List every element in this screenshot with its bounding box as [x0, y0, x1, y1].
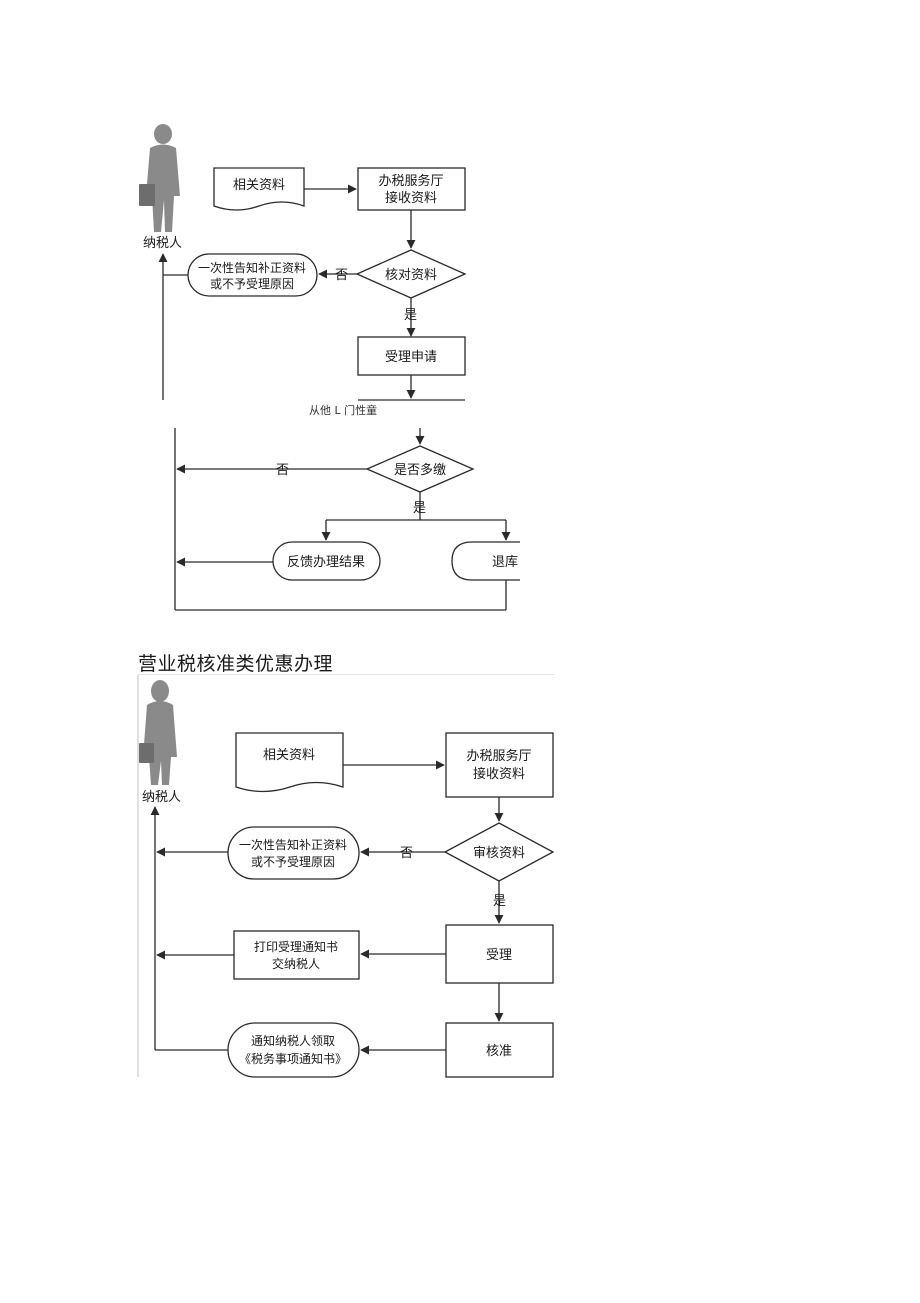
- hall-box-line1: 办税服务厅: [378, 173, 443, 189]
- panel-top-border: [138, 674, 555, 675]
- print-box-line1: 打印受理通知书: [254, 940, 338, 954]
- hall-box-2-line1: 办税服务厅: [466, 748, 531, 764]
- notify-box: [227, 1022, 360, 1078]
- print-box-line2: 交纳税人: [272, 956, 320, 971]
- yes-label-1: 是: [404, 308, 417, 323]
- reject-box-line1: 一次性告知补正资料: [198, 261, 306, 275]
- reject-box-line2: 或不予受理原因: [210, 277, 294, 291]
- print-box: [233, 930, 360, 980]
- taxpayer-person-icon-2: [139, 680, 177, 785]
- no-label-2: 否: [276, 463, 289, 478]
- notify-box-line2: 《税务事项通知书》: [239, 1051, 347, 1066]
- taxpayer-label-2: 纳税人: [142, 790, 181, 805]
- feedback-box-label: 反馈办理结果: [287, 555, 365, 570]
- diagram1-upper: 纳税人 相关资料 办税服务厅 接收资料 核对资料 否 一次性告知补正资料 或不予…: [139, 124, 467, 401]
- hall-box-2-line2: 接收资料: [473, 766, 525, 782]
- reject-box-2: [227, 826, 360, 880]
- feedback-box: [272, 541, 381, 581]
- approve-box-label: 核准: [486, 1044, 512, 1059]
- document-shape: [213, 167, 305, 211]
- accept-box-label: 受理申请: [385, 350, 437, 365]
- document-shape-2: [235, 732, 344, 793]
- reject-box-2-line2: 或不予受理原因: [251, 855, 335, 869]
- reject-box-2-line1: 一次性告知补正资料: [239, 838, 347, 852]
- check-diamond-label: 核对资料: [385, 268, 437, 283]
- notify-box-line1: 通知纳税人领取: [251, 1034, 335, 1048]
- hall-box-2: [445, 732, 554, 798]
- diagram2: 纳税人 相关资料 办税服务厅 接收资料 审核资料 否 一次性告知补正资料 或不予…: [137, 675, 555, 1078]
- no-label-3: 否: [400, 846, 413, 861]
- taxpayer-label: 纳税人: [143, 236, 182, 251]
- doc-box-label-2: 相关资料: [263, 748, 315, 763]
- doc-box-label: 相关资料: [233, 178, 285, 193]
- accept-box-2-label: 受理: [486, 948, 512, 963]
- review-diamond-label: 审核资料: [473, 846, 525, 861]
- approve-box: [445, 1022, 554, 1078]
- hall-box: [357, 167, 466, 211]
- accept-box-2: [445, 924, 554, 984]
- no-label-1: 否: [335, 268, 348, 283]
- refund-box: [451, 541, 520, 581]
- yes-label-2: 是: [413, 501, 426, 516]
- overpaid-diamond-label: 是否多缴: [394, 462, 446, 478]
- section-title: 营业税核准类优惠办理: [138, 653, 334, 675]
- crop-note: 从他 L 门性童: [309, 404, 378, 417]
- refund-box-label: 退库: [492, 554, 518, 570]
- taxpayer-person-icon: [139, 124, 180, 232]
- yes-label-3: 是: [493, 894, 506, 909]
- diagram1-lower: 是否多缴 否 是 反馈办理结果 退库: [174, 428, 520, 611]
- hall-box-line2: 接收资料: [385, 190, 437, 206]
